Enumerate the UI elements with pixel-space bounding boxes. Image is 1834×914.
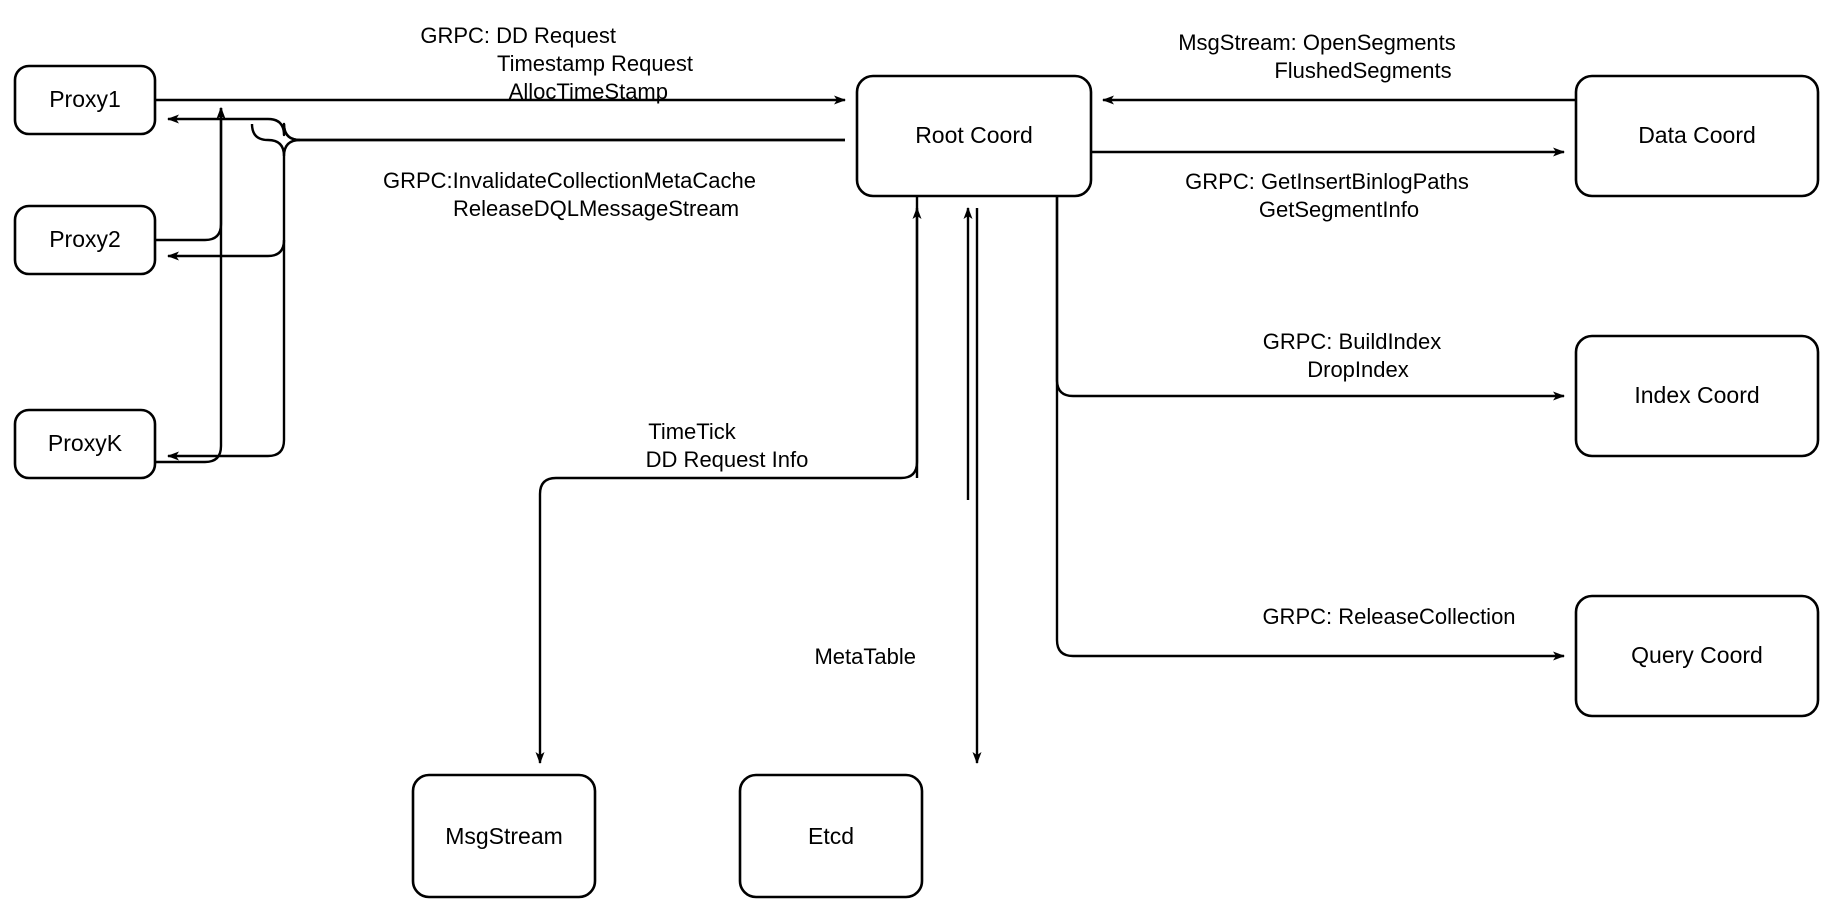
node-proxy2-label: Proxy2 <box>49 226 121 252</box>
node-rootcoord-label: Root Coord <box>915 122 1033 148</box>
node-rootcoord[interactable]: Root Coord <box>855 74 1093 198</box>
edge-label-line: AllocTimeStamp <box>509 79 668 104</box>
node-querycoord-shape[interactable] <box>1574 594 1820 718</box>
node-querycoord[interactable]: Query Coord <box>1574 594 1820 718</box>
node-etcd[interactable]: Etcd <box>738 773 924 899</box>
node-proxy2-shape[interactable] <box>13 204 157 276</box>
edge-label-datacoord-to-rootcoord: MsgStream: OpenSegments FlushedSegments <box>1178 30 1456 83</box>
node-datacoord[interactable]: Data Coord <box>1574 74 1820 198</box>
edge-label-line: Timestamp Request <box>497 51 693 76</box>
edge-return-to-proxy1 <box>167 114 301 142</box>
edge-return-to-proxy2 <box>167 239 286 261</box>
node-proxyk-label: ProxyK <box>48 430 123 456</box>
edge-rootcoord-return-trunk <box>167 138 845 461</box>
edge-label-line: MetaTable <box>814 644 916 669</box>
node-proxy1-label: Proxy1 <box>49 86 121 112</box>
edges-layer <box>155 95 1576 764</box>
edge-label-line: DD Request Info <box>646 447 809 472</box>
edge-label-line: GRPC: ReleaseCollection <box>1262 604 1515 629</box>
node-proxy1-shape[interactable] <box>13 64 157 136</box>
edge-label-line: FlushedSegments <box>1274 58 1451 83</box>
node-proxyk[interactable]: ProxyK <box>13 408 157 480</box>
edge-label-rootcoord-to-proxies: GRPC:InvalidateCollectionMetaCache Relea… <box>383 168 756 221</box>
edge-label-rootcoord-to-msgstream: TimeTick DD Request Info <box>646 419 809 472</box>
edge-label-rootcoord-etcd: MetaTable <box>814 644 916 669</box>
edge-rootcoord-to-msgstream <box>535 196 919 764</box>
node-datacoord-shape[interactable] <box>1574 74 1820 198</box>
node-rootcoord-shape[interactable] <box>855 74 1093 198</box>
node-msgstream-shape[interactable] <box>411 773 597 899</box>
edge-label-rootcoord-to-querycoord: GRPC: ReleaseCollection <box>1262 604 1515 629</box>
edge-proxyk-riser <box>155 107 226 464</box>
edge-label-rootcoord-to-indexcoord: GRPC: BuildIndex DropIndex <box>1263 329 1442 382</box>
nodes-layer: Proxy1 Proxy2 ProxyK Root Coord Data Coo… <box>13 64 1820 899</box>
edge-return-branch-proxy1 <box>250 123 286 157</box>
node-querycoord-label: Query Coord <box>1631 642 1763 668</box>
node-etcd-shape[interactable] <box>738 773 924 899</box>
edge-label-line: GetSegmentInfo <box>1259 197 1419 222</box>
node-proxy2[interactable]: Proxy2 <box>13 204 157 276</box>
node-indexcoord-shape[interactable] <box>1574 334 1820 458</box>
edge-label-line: MsgStream: OpenSegments <box>1178 30 1456 55</box>
node-proxyk-shape[interactable] <box>13 408 157 480</box>
edge-label-proxies-to-rootcoord: GRPC: DD Request Timestamp Request Alloc… <box>420 23 693 104</box>
edge-label-line: DropIndex <box>1307 357 1409 382</box>
node-msgstream-label: MsgStream <box>445 823 563 849</box>
edge-rootcoord-to-querycoord <box>1055 196 1565 661</box>
node-msgstream[interactable]: MsgStream <box>411 773 597 899</box>
edge-label-line: GRPC: BuildIndex <box>1263 329 1442 354</box>
node-indexcoord[interactable]: Index Coord <box>1574 334 1820 458</box>
edge-label-rootcoord-to-datacoord: GRPC: GetInsertBinlogPaths GetSegmentInf… <box>1185 169 1469 222</box>
edge-label-line: GRPC:InvalidateCollectionMetaCache <box>383 168 756 193</box>
node-proxy1[interactable]: Proxy1 <box>13 64 157 136</box>
node-etcd-label: Etcd <box>808 823 854 849</box>
edge-labels-layer: GRPC: DD Request Timestamp Request Alloc… <box>383 23 1516 669</box>
edge-label-line: TimeTick <box>648 419 737 444</box>
edge-rootcoord-to-proxy1 <box>282 123 845 142</box>
node-datacoord-label: Data Coord <box>1638 122 1756 148</box>
node-indexcoord-label: Index Coord <box>1634 382 1759 408</box>
edge-label-line: ReleaseDQLMessageStream <box>453 196 739 221</box>
edge-label-line: GRPC: GetInsertBinlogPaths <box>1185 169 1469 194</box>
edge-proxy2-riser <box>155 107 226 242</box>
edge-label-line: GRPC: DD Request <box>420 23 616 48</box>
